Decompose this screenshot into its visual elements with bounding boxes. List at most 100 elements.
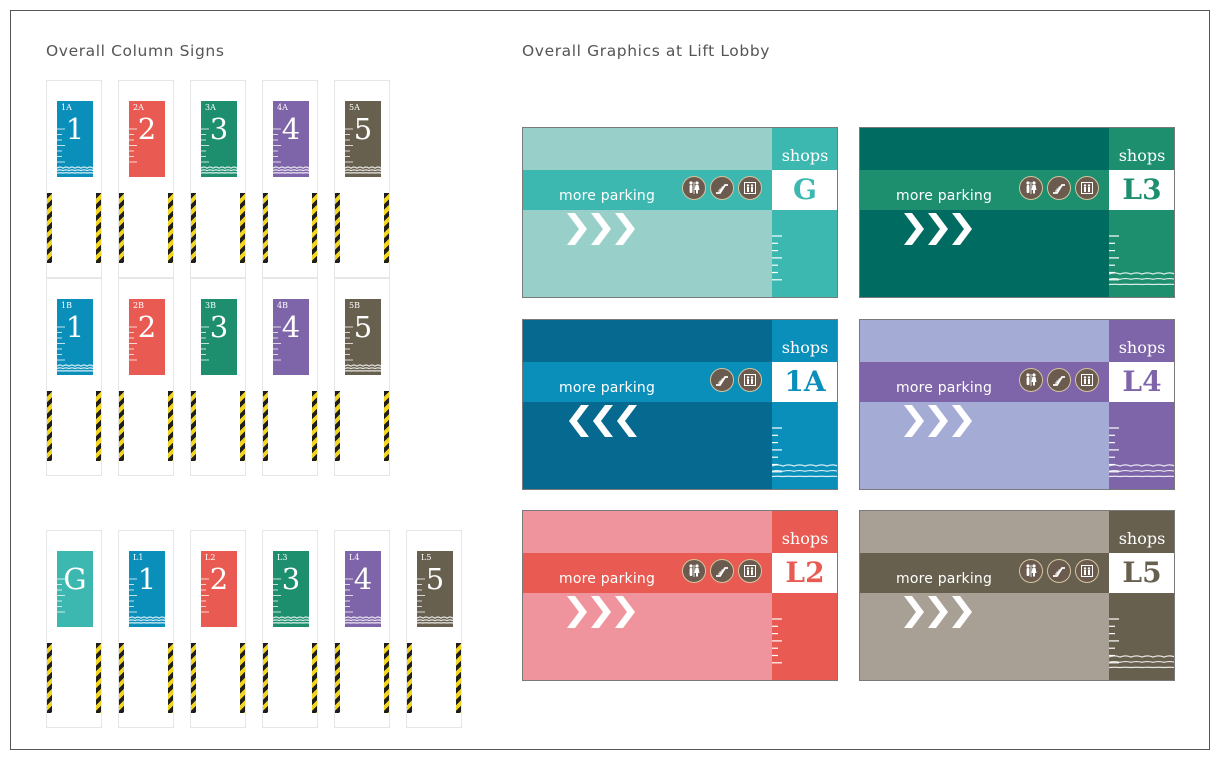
more-parking-label: more parking	[896, 571, 993, 587]
hazard-stripe	[168, 391, 173, 461]
panel-background	[523, 511, 772, 680]
shops-label: shops	[1118, 146, 1166, 165]
column-code: 3A	[205, 103, 216, 112]
hazard-stripe	[96, 643, 101, 713]
escalator-icon	[1047, 176, 1071, 200]
column-number: 1	[65, 310, 85, 344]
water-wave-graphic	[772, 464, 837, 478]
hazard-stripe	[312, 391, 317, 461]
level-ticks	[345, 326, 353, 361]
more-parking-label: more parking	[559, 188, 656, 204]
water-wave-graphic	[1109, 655, 1174, 669]
level-label: L4	[1109, 362, 1174, 402]
more-parking-label: more parking	[559, 571, 656, 587]
level-ticks	[1109, 235, 1119, 281]
column-number: 5	[353, 112, 373, 146]
facility-icons	[682, 559, 762, 583]
column-code: 1A	[61, 103, 72, 112]
column-number: G	[63, 562, 87, 596]
column-number: 4	[281, 112, 301, 146]
lift-icon	[1075, 368, 1099, 392]
hazard-stripe	[168, 193, 173, 263]
chevron-right-icon	[567, 596, 635, 628]
hazard-stripe	[384, 391, 389, 461]
more-parking-band: more parking	[860, 553, 1109, 593]
level-ticks	[772, 618, 782, 664]
hazard-stripe	[47, 643, 52, 713]
level-ticks	[772, 427, 782, 473]
hazard-stripe	[335, 391, 340, 461]
facility-icons	[1019, 368, 1099, 392]
hazard-stripe	[119, 391, 124, 461]
panel-background	[860, 128, 1109, 297]
column-code: 1B	[61, 301, 72, 310]
column-code: L3	[277, 553, 288, 562]
hazard-stripe	[191, 193, 196, 263]
hazard-stripe	[47, 391, 52, 461]
panel-background	[523, 128, 772, 297]
chevron-right-icon	[904, 405, 972, 437]
level-label: 1A	[772, 362, 837, 402]
hazard-stripe	[96, 193, 101, 263]
hazard-stripe	[384, 643, 389, 713]
facility-icons	[1019, 176, 1099, 200]
shops-label: shops	[1118, 338, 1166, 357]
column-code: 2A	[133, 103, 144, 112]
level-ticks	[57, 128, 65, 163]
column-number: 2	[209, 562, 229, 596]
level-ticks	[57, 578, 65, 613]
facility-icons	[1019, 559, 1099, 583]
column-number: 2	[137, 310, 157, 344]
column-code: L4	[349, 553, 360, 562]
level-ticks	[345, 578, 353, 613]
level-label: L2	[772, 553, 837, 593]
level-ticks	[57, 326, 65, 361]
lift-icon	[738, 559, 762, 583]
water-wave-graphic	[129, 616, 165, 624]
hazard-stripe	[384, 193, 389, 263]
level-label: L5	[1109, 553, 1174, 593]
chevron-right-icon	[904, 596, 972, 628]
hazard-stripe	[119, 643, 124, 713]
column-number: 3	[209, 310, 229, 344]
hazard-stripe	[191, 643, 196, 713]
lift-icon	[1075, 176, 1099, 200]
hazard-stripe	[240, 391, 245, 461]
hazard-stripe	[456, 643, 461, 713]
level-ticks	[201, 326, 209, 361]
restroom-icon	[682, 559, 706, 583]
more-parking-label: more parking	[896, 380, 993, 396]
column-code: L2	[205, 553, 216, 562]
water-wave-graphic	[273, 166, 309, 174]
column-number: 2	[137, 112, 157, 146]
hazard-stripe	[119, 193, 124, 263]
level-label: L3	[1109, 170, 1174, 210]
column-sign-plate: G	[57, 551, 93, 627]
panel-background	[860, 511, 1109, 680]
level-ticks	[1109, 427, 1119, 473]
more-parking-band: more parking	[523, 170, 772, 210]
water-wave-graphic	[417, 616, 453, 624]
restroom-icon	[1019, 559, 1043, 583]
water-wave-graphic	[345, 616, 381, 624]
